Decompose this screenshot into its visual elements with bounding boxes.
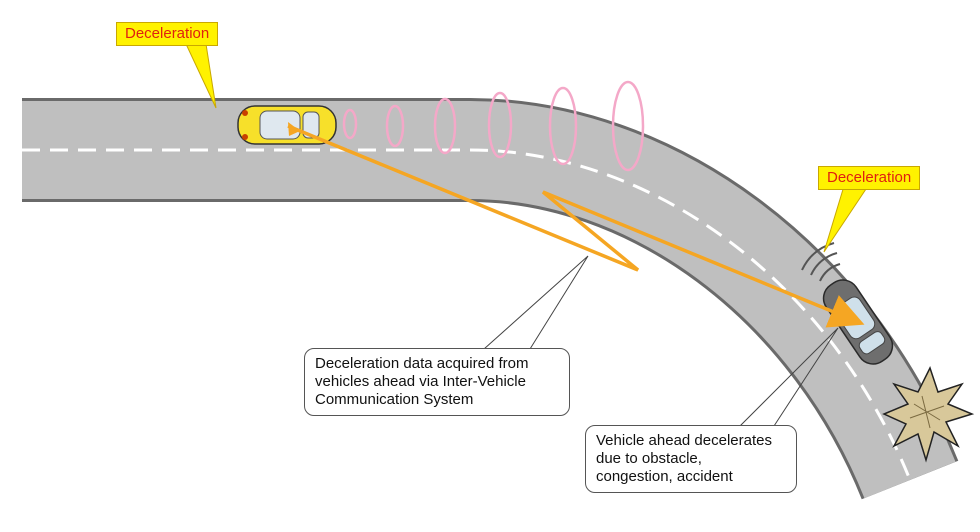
obstacle-burst-icon [882,366,975,463]
comm-arrow [287,124,865,328]
signal-ring [611,80,645,172]
signal-rings [342,80,645,172]
lane-line [22,148,912,481]
comm-note: Deceleration data acquired from vehicles… [304,348,570,416]
signal-ring [342,108,358,140]
signal-ring [548,86,578,166]
deceleration-label-following: Deceleration [116,22,219,46]
signal-ring [487,91,513,159]
note-leaders [483,255,839,427]
callout-pointer [823,185,869,253]
deceleration-label-ahead: Deceleration [818,166,921,190]
signal-ring [433,97,457,155]
signal-ring [385,104,405,148]
radio-wave-icon [801,242,841,282]
comm-arrow-tail [288,122,300,136]
vehicle-ahead-note: Vehicle ahead decelerates due to obstacl… [585,425,797,493]
